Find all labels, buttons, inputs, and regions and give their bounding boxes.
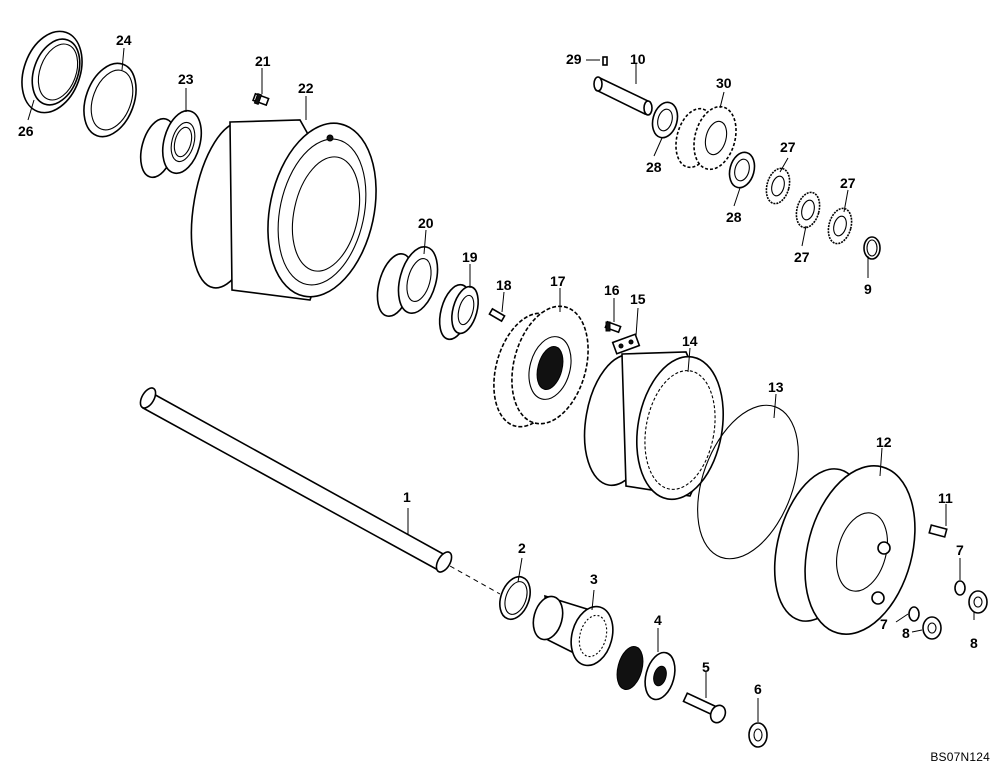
part-30-planet-gear[interactable]: [670, 102, 743, 174]
part-27-needle-bearing[interactable]: [763, 166, 794, 206]
part-7-washer-lower[interactable]: [908, 606, 920, 622]
part-6-nut[interactable]: [748, 722, 768, 748]
callout-27-top[interactable]: 27: [780, 139, 796, 155]
callout-3[interactable]: 3: [590, 571, 598, 587]
leader-lines: [27, 47, 975, 722]
part-9-snap-ring[interactable]: [863, 236, 881, 260]
callout-7-lower[interactable]: 7: [880, 616, 888, 632]
callout-27-right[interactable]: 27: [840, 175, 856, 191]
part-23-bearing[interactable]: [135, 106, 208, 181]
callout-24[interactable]: 24: [116, 32, 132, 48]
callout-9[interactable]: 9: [864, 281, 872, 297]
callout-26[interactable]: 26: [18, 123, 34, 139]
callout-28-left[interactable]: 28: [646, 159, 662, 175]
callout-7-upper[interactable]: 7: [956, 542, 964, 558]
part-4-sun-gear[interactable]: [613, 644, 680, 703]
part-14-ring-gear[interactable]: [575, 349, 734, 506]
callout-8-right[interactable]: 8: [970, 635, 978, 651]
callout-13[interactable]: 13: [768, 379, 784, 395]
callout-17[interactable]: 17: [550, 273, 566, 289]
part-19-nut[interactable]: [434, 281, 483, 342]
callout-18[interactable]: 18: [496, 277, 512, 293]
callout-30[interactable]: 30: [716, 75, 732, 91]
part-8-plug[interactable]: [968, 590, 988, 614]
part-2-snap-ring[interactable]: [494, 573, 535, 624]
part-29-pin[interactable]: [602, 56, 608, 66]
callout-12[interactable]: 12: [876, 434, 892, 450]
callout-19[interactable]: 19: [462, 249, 478, 265]
part-15-lock-plate[interactable]: [611, 333, 641, 355]
part-20-bearing[interactable]: [371, 242, 444, 320]
callout-6[interactable]: 6: [754, 681, 762, 697]
part-17-gear[interactable]: [482, 298, 600, 435]
callout-21[interactable]: 21: [255, 53, 271, 69]
callout-11[interactable]: 11: [938, 490, 953, 506]
part-28-washer[interactable]: [649, 100, 681, 141]
callout-16[interactable]: 16: [604, 282, 620, 298]
part-18-screw[interactable]: [488, 307, 506, 323]
part-8-plug-lower[interactable]: [922, 616, 942, 640]
callout-8-lower[interactable]: 8: [902, 625, 910, 641]
part-22-hub-housing[interactable]: [180, 113, 391, 307]
part-10-pin-shaft[interactable]: [593, 76, 653, 116]
callout-10[interactable]: 10: [630, 51, 646, 67]
part-7-washer[interactable]: [954, 580, 966, 596]
callout-14[interactable]: 14: [682, 333, 698, 349]
part-27-needle-bearing-third[interactable]: [825, 206, 856, 246]
callout-4[interactable]: 4: [654, 612, 662, 628]
callout-29[interactable]: 29: [566, 51, 582, 67]
part-24-ring[interactable]: [74, 56, 145, 144]
part-27-needle-bearing-second[interactable]: [793, 190, 824, 230]
drawing-reference-code: BS07N124: [930, 750, 990, 764]
callout-20[interactable]: 20: [418, 215, 434, 231]
callout-23[interactable]: 23: [178, 71, 194, 87]
part-3-coupling[interactable]: [529, 593, 619, 670]
callout-1[interactable]: 1: [403, 489, 411, 505]
part-16-screw[interactable]: [604, 320, 622, 334]
part-12-carrier[interactable]: [759, 453, 932, 646]
callout-28-right[interactable]: 28: [726, 209, 742, 225]
part-11-bolt[interactable]: [928, 524, 948, 538]
part-5-bolt[interactable]: [682, 692, 728, 725]
callout-22[interactable]: 22: [298, 80, 314, 96]
part-28-washer-second[interactable]: [726, 150, 758, 191]
callout-15[interactable]: 15: [630, 291, 646, 307]
callout-2[interactable]: 2: [518, 540, 526, 556]
part-21-bolt[interactable]: [252, 92, 270, 107]
callout-27-bottom[interactable]: 27: [794, 249, 810, 265]
part-1-shaft[interactable]: [137, 385, 501, 595]
part-26-seal[interactable]: [11, 23, 92, 121]
callout-5[interactable]: 5: [702, 659, 710, 675]
